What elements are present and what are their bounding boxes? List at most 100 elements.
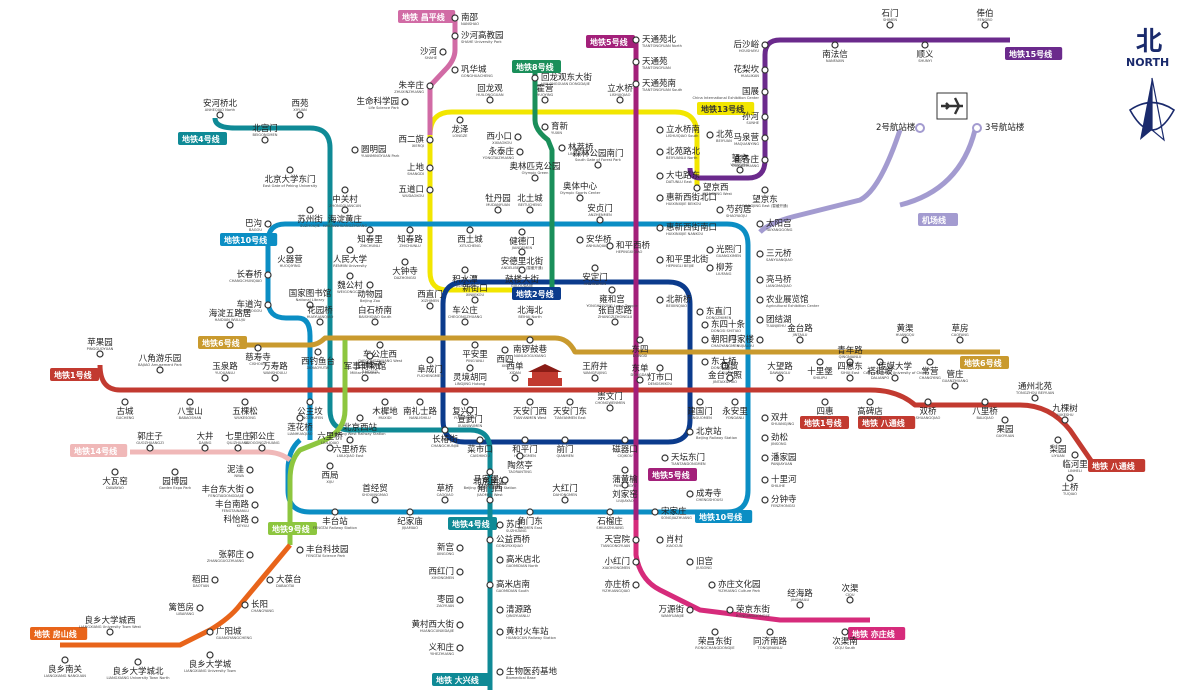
station-dot[interactable] bbox=[406, 226, 414, 234]
station-dot[interactable] bbox=[632, 36, 640, 44]
station-dot[interactable] bbox=[366, 281, 374, 289]
station-dot[interactable] bbox=[632, 581, 640, 589]
station-dot[interactable] bbox=[736, 166, 744, 174]
station-dot[interactable] bbox=[526, 508, 534, 516]
station-dot[interactable] bbox=[466, 406, 474, 414]
station-dot[interactable] bbox=[361, 374, 369, 382]
station-dot[interactable] bbox=[756, 296, 764, 304]
station-dot[interactable] bbox=[696, 308, 704, 316]
station-dot[interactable] bbox=[651, 508, 659, 516]
station-dot[interactable] bbox=[761, 113, 769, 121]
station-dot[interactable] bbox=[171, 468, 179, 476]
station-dot[interactable] bbox=[451, 66, 459, 74]
station-dot[interactable] bbox=[706, 131, 714, 139]
station-dot[interactable] bbox=[606, 404, 614, 412]
station-dot[interactable] bbox=[766, 628, 774, 636]
station-dot[interactable] bbox=[518, 266, 526, 274]
station-dot[interactable] bbox=[346, 272, 354, 280]
station-dot[interactable] bbox=[596, 216, 604, 224]
station-dot[interactable] bbox=[401, 258, 409, 266]
station-dot[interactable] bbox=[426, 302, 434, 310]
station-dot[interactable] bbox=[406, 508, 414, 516]
station-dot[interactable] bbox=[706, 246, 714, 254]
station-dot[interactable] bbox=[632, 558, 640, 566]
station-dot[interactable] bbox=[701, 321, 709, 329]
station-dot[interactable] bbox=[486, 536, 494, 544]
station-dot[interactable] bbox=[486, 468, 494, 476]
station-dot[interactable] bbox=[306, 301, 314, 309]
station-dot[interactable] bbox=[656, 296, 664, 304]
station-dot[interactable] bbox=[518, 228, 526, 236]
station-dot[interactable] bbox=[921, 41, 929, 49]
station-dot[interactable] bbox=[541, 96, 549, 104]
station-dot[interactable] bbox=[331, 508, 339, 516]
station-dot[interactable] bbox=[1001, 416, 1009, 424]
station-dot[interactable] bbox=[876, 358, 884, 366]
station-dot[interactable] bbox=[756, 316, 764, 324]
station-dot[interactable] bbox=[486, 96, 494, 104]
station-dot[interactable] bbox=[121, 398, 129, 406]
station-dot[interactable] bbox=[891, 374, 899, 382]
station-dot[interactable] bbox=[241, 601, 249, 609]
station-dot[interactable] bbox=[486, 581, 494, 589]
station-dot[interactable] bbox=[1031, 394, 1039, 402]
station-dot[interactable] bbox=[456, 116, 464, 124]
station-dot[interactable] bbox=[196, 604, 204, 612]
station-dot[interactable] bbox=[286, 246, 294, 254]
